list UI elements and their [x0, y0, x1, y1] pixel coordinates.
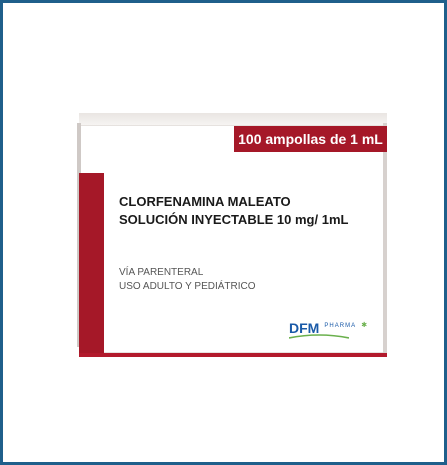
star-icon: ✱: [361, 321, 368, 329]
usage-population: USO ADULTO Y PEDIÁTRICO: [119, 281, 256, 292]
product-formulation: SOLUCIÓN INYECTABLE 10 mg/ 1mL: [119, 212, 349, 227]
administration-route: VÍA PARENTERAL: [119, 267, 204, 278]
product-name: CLORFENAMINA MALEATO: [119, 194, 291, 209]
red-side-stripe: [79, 173, 104, 353]
logo-suffix-text: PHARMA: [324, 323, 357, 329]
box-bottom-edge: [79, 353, 387, 357]
box-front-face: [79, 125, 387, 353]
box-right-edge: [383, 123, 387, 355]
logo-main-text: DFM: [289, 320, 320, 336]
swoosh-icon: [289, 334, 349, 339]
quantity-badge: 100 ampollas de 1 mL: [234, 126, 387, 152]
dfm-pharma-logo: DFM PHARMA ✱: [289, 318, 368, 339]
box-top-flap: [79, 113, 387, 125]
medicine-box: 100 ampollas de 1 mL CLORFENAMINA MALEAT…: [77, 113, 387, 357]
